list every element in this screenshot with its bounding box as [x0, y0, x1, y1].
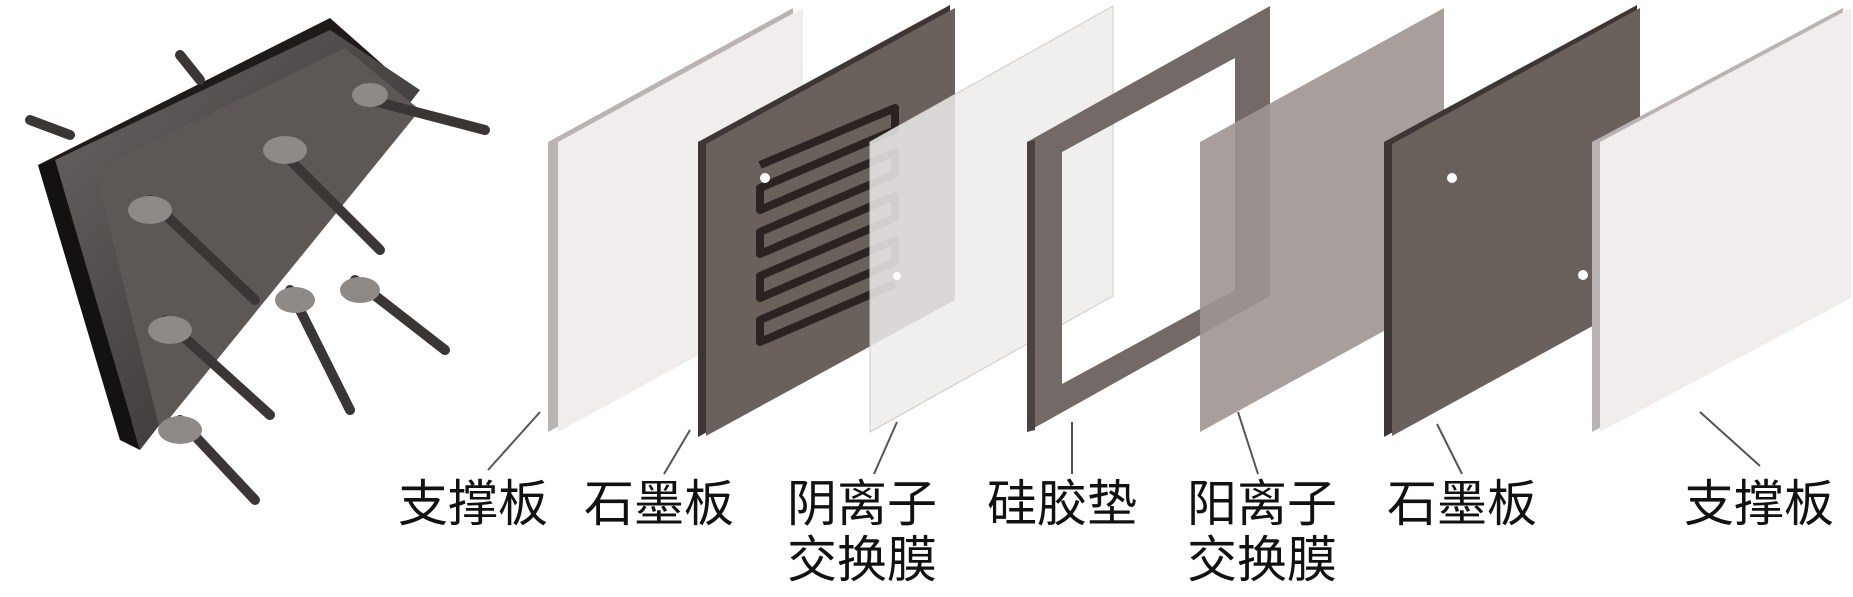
label-line: 石墨板 [584, 475, 734, 533]
label-graphite-plate-left: 石墨板 [572, 476, 746, 532]
label-silicone-gasket: 硅胶垫 [975, 476, 1149, 532]
wing-nut-group [128, 83, 388, 444]
graphite-plate-right [1384, 5, 1640, 437]
label-line: 支撑板 [398, 475, 548, 533]
label-support-plate-right: 支撑板 [1672, 476, 1846, 532]
label-line: 交换膜 [787, 531, 937, 589]
label-line: 支撑板 [1684, 475, 1834, 533]
leader-line-1 [487, 411, 541, 471]
leader-line-5 [1237, 411, 1259, 475]
label-support-plate-left: 支撑板 [386, 476, 560, 532]
leader-line-2 [663, 429, 691, 475]
label-anion-exchange-membrane: 阴离子 交换膜 [775, 476, 949, 588]
label-line: 阴离子 [787, 475, 937, 533]
leader-line-3 [873, 421, 898, 475]
label-graphite-plate-right: 石墨板 [1375, 476, 1549, 532]
leader-line-7 [1699, 411, 1761, 467]
label-line: 交换膜 [1187, 531, 1337, 589]
label-line: 阳离子 [1187, 475, 1337, 533]
cation-exchange-membrane [1200, 8, 1444, 432]
assembled-cell-photo [25, 18, 490, 505]
label-line: 石墨板 [1387, 475, 1537, 533]
label-line: 硅胶垫 [987, 475, 1137, 533]
label-cation-exchange-membrane: 阳离子 交换膜 [1175, 476, 1349, 588]
leader-line-6 [1436, 423, 1463, 475]
support-plate-right [1592, 8, 1851, 432]
leader-lines [487, 411, 1761, 475]
